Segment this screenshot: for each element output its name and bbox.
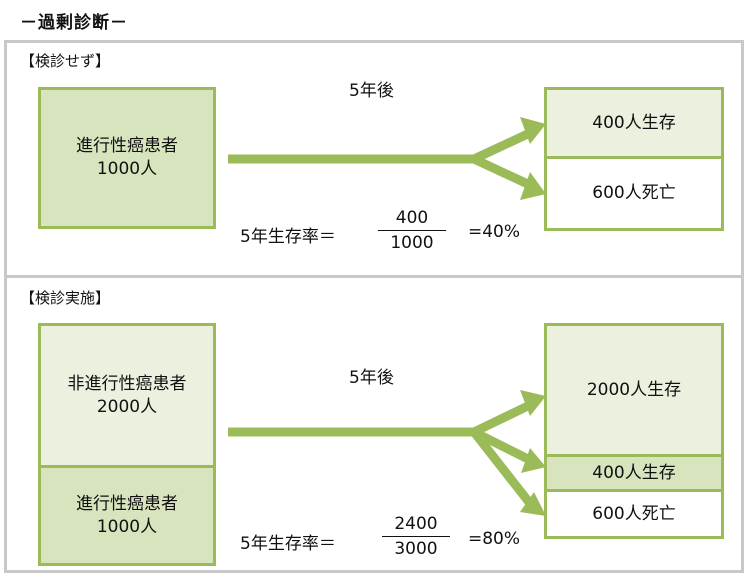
bottom-advanced-survived-arrow (471, 427, 535, 466)
survived-box: 400人生存 (544, 87, 724, 159)
box-count: 1000人 (96, 159, 158, 179)
box-text: 400人生存 (592, 462, 676, 483)
diagram-title: －過剰診断－ (20, 13, 128, 33)
arrowhead-icon (521, 448, 546, 473)
fraction-numerator: 400 (395, 208, 429, 228)
box-label: 非進行性癌患者 (67, 373, 187, 394)
box-label: 進行性癌患者 (76, 493, 178, 514)
box-label: 進行性癌患者 (76, 136, 178, 157)
box-text: 2000人生存 (586, 379, 682, 400)
died-box: 600人死亡 (544, 489, 724, 539)
box-text: 600人死亡 (592, 183, 676, 204)
box-count: 2000人 (96, 396, 158, 417)
five-years-later-label: 5年後 (349, 81, 394, 101)
survival-rate-result: =40% (468, 222, 521, 242)
bottom-non-advanced-arrow (472, 399, 534, 437)
fraction-denominator: 1000 (390, 233, 434, 253)
box-text: 600人死亡 (592, 503, 676, 524)
survival-fraction: 400 1000 (372, 208, 452, 253)
arrowhead-icon (520, 172, 546, 200)
top-died-arrow (472, 154, 534, 191)
fraction-bar (378, 230, 446, 231)
advanced-cancer-box: 進行性癌患者 1000人 (38, 465, 216, 566)
survival-fraction: 2400 3000 (376, 514, 456, 559)
advanced-survived-box: 400人生存 (544, 454, 724, 492)
non-advanced-cancer-box: 非進行性癌患者 2000人 (38, 323, 216, 468)
panel-label-no-screening: 【検診せず】 (20, 52, 111, 70)
fraction-denominator: 3000 (394, 539, 438, 559)
arrowhead-icon (520, 492, 546, 516)
panel-label-screening: 【検診実施】 (20, 289, 111, 307)
fraction-bar (382, 536, 450, 537)
survival-rate-label: 5年生存率＝ (240, 227, 336, 247)
fraction-numerator: 2400 (394, 514, 438, 534)
advanced-cancer-box: 進行性癌患者 1000人 (38, 87, 216, 229)
bottom-died-arrow (470, 429, 536, 509)
survival-rate-label: 5年生存率＝ (240, 534, 336, 554)
box-count: 1000人 (96, 516, 158, 537)
top-survived-arrow (472, 127, 534, 164)
arrowhead-icon (520, 390, 546, 416)
arrowhead-icon (520, 117, 546, 144)
survival-rate-result: =80% (468, 529, 521, 549)
panel-screening (4, 275, 744, 573)
box-text: 400人生存 (592, 112, 676, 133)
died-box: 600人死亡 (544, 156, 724, 231)
five-years-later-label: 5年後 (349, 368, 394, 388)
